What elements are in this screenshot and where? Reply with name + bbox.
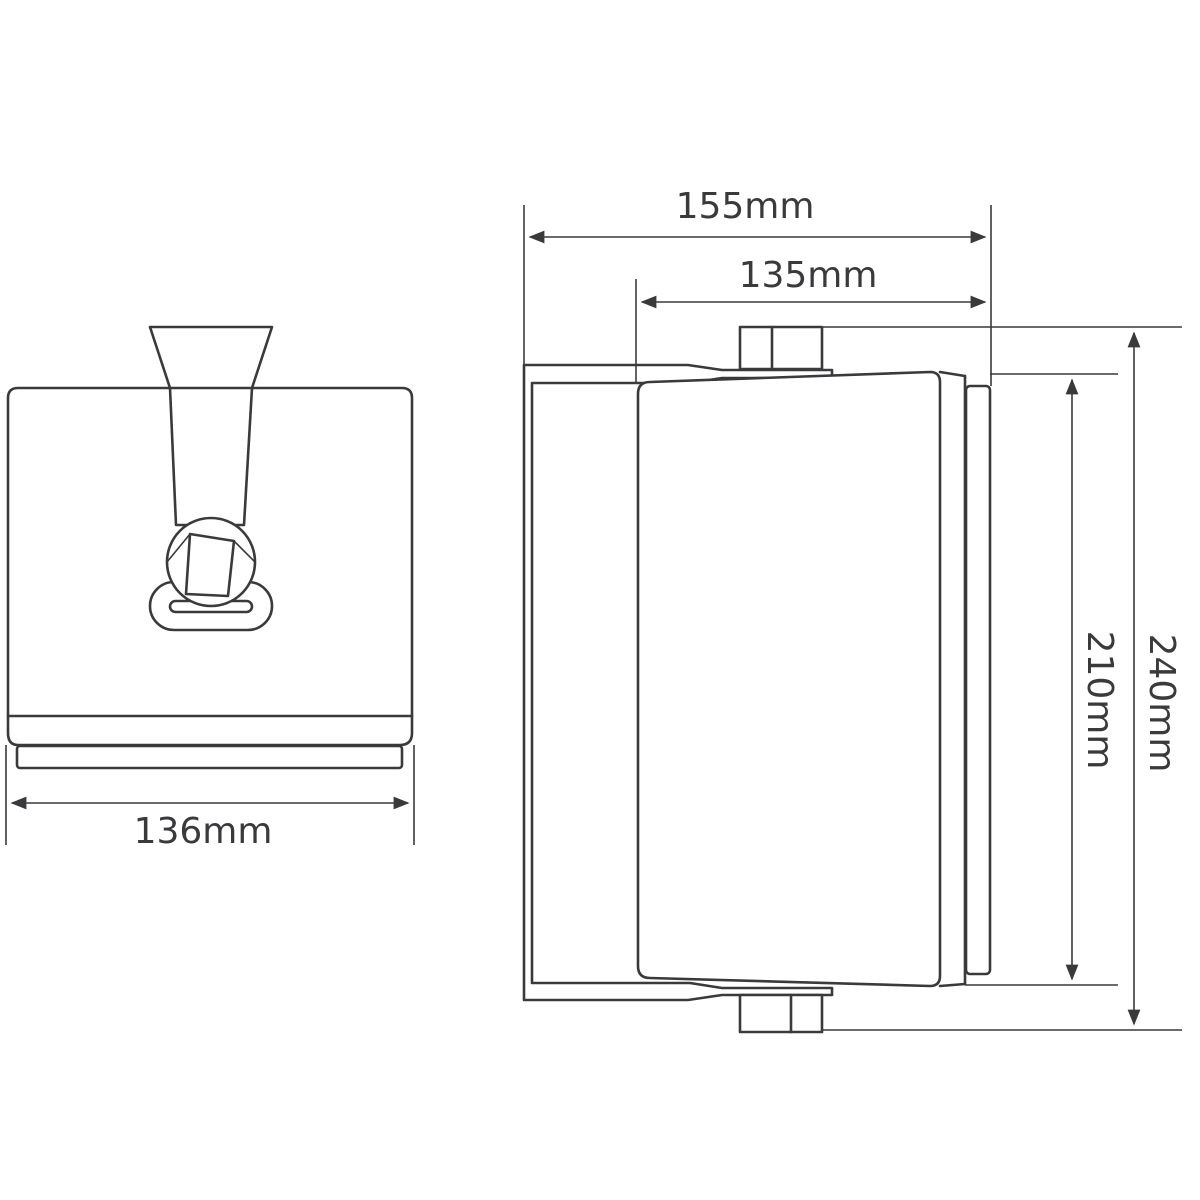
pivot-knob — [165, 516, 257, 608]
top-bolt — [738, 325, 824, 371]
dim-label-total-depth: 155mm — [676, 186, 815, 227]
front-grille — [15, 744, 404, 770]
bottom-bolt — [738, 993, 824, 1034]
front-view: 136mm — [5, 325, 415, 852]
side-grille — [964, 384, 992, 976]
dim-label-front-width: 136mm — [134, 811, 273, 852]
dim-label-body-height: 210mm — [1079, 631, 1120, 770]
side-cabinet — [636, 370, 942, 988]
dim-label-total-height: 240mm — [1141, 634, 1182, 773]
mounting-bracket — [148, 325, 274, 527]
dim-label-body-depth: 135mm — [739, 255, 878, 296]
side-view: 155mm 135mm 210mm 240mm — [522, 186, 1182, 1034]
pivot-knob-facet — [184, 532, 236, 598]
